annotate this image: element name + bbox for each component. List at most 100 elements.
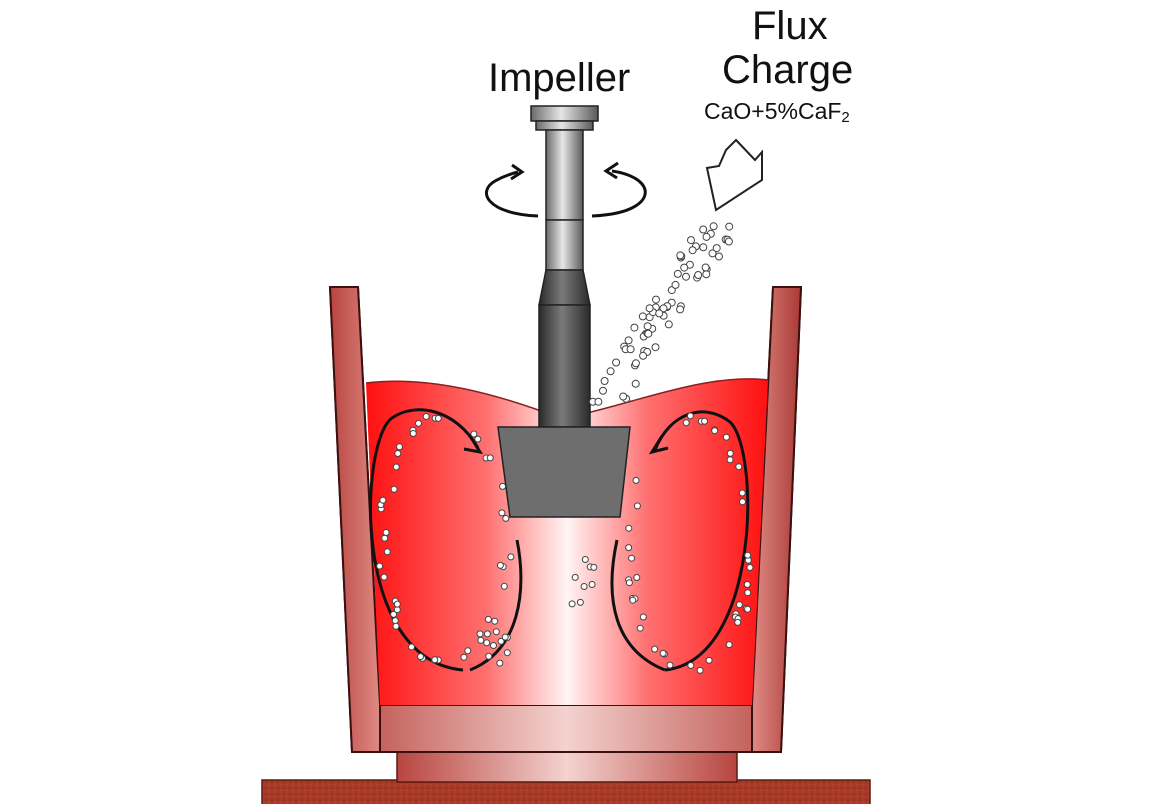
flux-particle (464, 647, 472, 655)
flux-particle (422, 413, 430, 420)
flux-particle (624, 336, 633, 345)
flux-particle (460, 653, 468, 661)
flux-formula-label: CaO+5%CaF2 (704, 98, 850, 126)
flux-particle (606, 367, 615, 376)
flux-particle (699, 225, 708, 234)
molten-melt (366, 378, 768, 705)
flux-particle (676, 251, 685, 260)
flux-particle (687, 236, 695, 245)
flux-particle (655, 309, 664, 318)
base-plate (261, 779, 871, 804)
flux-particle (571, 573, 579, 581)
formula-subscript: 2 (841, 109, 850, 126)
flux-particle (499, 482, 507, 490)
flux-particle (394, 450, 402, 457)
flux-particle (702, 232, 711, 241)
flux-particle (659, 304, 668, 313)
flow-circulation-arrow-icon (369, 408, 750, 672)
flux-particle (392, 463, 400, 471)
flux-particle (497, 637, 505, 645)
flux-particle (688, 246, 697, 255)
flux-particle (708, 249, 717, 258)
flux-particle (652, 295, 660, 304)
flux-particle (392, 622, 400, 630)
flux-particle (376, 562, 384, 570)
flux-particle (612, 358, 621, 367)
flux-particle (712, 244, 721, 253)
flux-particle (628, 554, 636, 562)
flux-particle (599, 386, 607, 395)
flux-particle (722, 433, 730, 441)
flux-particle (502, 514, 510, 522)
flux-particle (735, 601, 743, 609)
flux-particle (382, 529, 390, 536)
flux-particle (490, 642, 497, 649)
flux-particle (666, 661, 674, 669)
impeller-head (497, 426, 631, 518)
flux-particle (744, 589, 752, 597)
flux-particle (645, 304, 654, 313)
flux-particle (709, 222, 718, 231)
flux-particle (694, 271, 703, 279)
flux-particle (687, 662, 695, 669)
flux-particle (588, 581, 596, 588)
flux-particle (651, 343, 660, 352)
flux-particle (715, 252, 723, 261)
flux-particle (726, 456, 734, 464)
flux-particle (746, 564, 754, 571)
flux-particle (486, 454, 494, 462)
flux-particle (673, 269, 682, 278)
flux-particle (743, 581, 751, 588)
crucible-wall-right (751, 286, 803, 753)
flux-particle (492, 628, 500, 636)
flux-particle (632, 476, 640, 484)
flux-particle (671, 280, 680, 289)
flux-particle (503, 649, 511, 657)
flux-particle (580, 583, 588, 590)
flux-particle (630, 323, 639, 332)
flux-particle (381, 534, 389, 542)
flux-particle (725, 641, 733, 649)
flux-particle (633, 574, 641, 581)
flux-particle (696, 666, 704, 674)
flux-particle (739, 498, 746, 506)
flux-particle (744, 551, 752, 559)
flux-particle (496, 561, 504, 569)
flux-particle (501, 633, 509, 641)
charge-label: Charge (722, 48, 854, 92)
impeller-cap (530, 105, 599, 122)
flux-particle (590, 563, 598, 571)
flux-particle (576, 598, 584, 606)
flux-particle (383, 548, 391, 556)
flux-particle (500, 582, 508, 590)
flux-particle (705, 656, 713, 664)
flux-particle (417, 653, 424, 661)
flux-particle (491, 617, 499, 625)
flux-particle (631, 359, 640, 368)
flux-particle (664, 320, 673, 329)
flux-particle (393, 606, 401, 614)
flux-particle (631, 379, 640, 388)
crucible-foot (396, 751, 738, 783)
flux-particle (711, 427, 719, 435)
flux-particle (415, 419, 422, 427)
flux-particles (376, 222, 754, 674)
flux-particle (507, 553, 515, 561)
flux-particle (744, 605, 752, 613)
flux-particle (409, 430, 417, 437)
flux-particle (734, 618, 742, 626)
crucible-wall-left (328, 286, 381, 753)
impeller-collar (535, 120, 594, 131)
flux-particle (600, 377, 609, 385)
flux-particle (701, 417, 708, 425)
flux-particle (659, 649, 667, 657)
flux-particle (390, 610, 398, 618)
flux-particle (686, 412, 694, 420)
flux-input-arrow-icon (705, 138, 763, 212)
flux-particle (725, 222, 734, 231)
flux-particle (682, 272, 690, 281)
impeller-shaft-lower (538, 304, 591, 428)
flux-particle (568, 600, 576, 608)
flux-particle (625, 524, 633, 532)
